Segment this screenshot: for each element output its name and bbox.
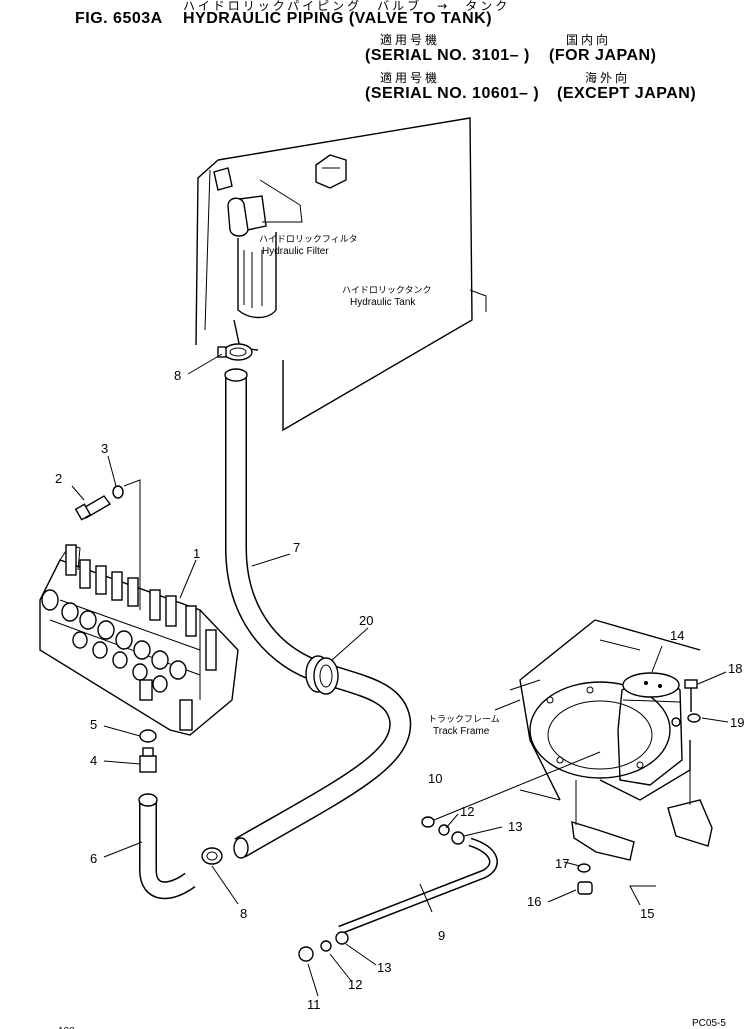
mounting-bolt (74, 495, 112, 521)
callout-1: 1 (193, 546, 200, 561)
control-valve (39, 544, 239, 736)
page-number: 100 (58, 1026, 75, 1029)
serial-export: (SERIAL NO. 10601– ) (365, 85, 540, 102)
for-japan: (FOR JAPAN) (549, 47, 657, 64)
hydraulic-tank (195, 117, 487, 432)
callout-12-lower: 12 (348, 977, 362, 992)
connector-11 (298, 946, 314, 962)
callout-13-lower: 13 (377, 960, 391, 975)
jp-export-label: 海外向 (585, 71, 631, 85)
ring-12-lower (320, 940, 332, 952)
title-japanese: ハイドロリックパイピング バルブ → タンク (183, 0, 511, 13)
lock-washer (112, 485, 124, 499)
leader-lines (71, 353, 729, 997)
lower-hose-clamp (201, 847, 223, 865)
tank-en-label: Hydraulic Tank (350, 297, 416, 308)
hydraulic-filter (227, 195, 277, 351)
hose-protector (305, 655, 339, 695)
upper-hose-clamp (223, 343, 253, 361)
mounting-bracket (571, 770, 713, 861)
track-frame (494, 619, 701, 801)
swivel-joint (599, 672, 691, 801)
connector-10 (421, 816, 435, 828)
callout-4: 4 (90, 753, 97, 768)
callout-7: 7 (293, 540, 300, 555)
callout-14: 14 (670, 628, 684, 643)
o-ring (139, 729, 157, 743)
nut-13-lower (335, 931, 349, 945)
figure-title: HYDRAULIC PIPING (VALVE TO TANK) (183, 10, 493, 27)
filter-en-label: Hydraulic Filter (262, 246, 329, 257)
callout-11: 11 (307, 997, 321, 1012)
nut-16 (577, 881, 593, 895)
jp-serial-label-1: 適用号機 (380, 33, 441, 47)
filter-jp-label: ハイドロリックフィルタ (259, 234, 358, 245)
tank-jp-label: ハイドロリックタンク (342, 285, 431, 296)
serial-japan: (SERIAL NO. 3101– ) (365, 47, 530, 64)
elbow-fitting (139, 747, 157, 773)
washer-19 (687, 713, 701, 723)
callout-13-upper: 13 (508, 819, 522, 834)
callout-19: 19 (730, 715, 744, 730)
figure-number: FIG. 6503A (75, 10, 163, 27)
callout-20: 20 (359, 613, 373, 628)
jp-japan-label: 国内向 (566, 33, 612, 47)
callout-17: 17 (555, 856, 569, 871)
callout-8-lower: 8 (240, 906, 247, 921)
track-frame-jp-label: トラックフレーム (428, 714, 500, 725)
drain-tube (338, 837, 498, 935)
callout-3: 3 (101, 441, 108, 456)
callout-6: 6 (90, 851, 97, 866)
nut-13 (451, 831, 465, 845)
washer-17 (577, 863, 591, 873)
callout-5: 5 (90, 717, 97, 732)
callout-16: 16 (527, 894, 541, 909)
callout-8-upper: 8 (174, 368, 181, 383)
callout-9: 9 (438, 928, 445, 943)
callout-2: 2 (55, 471, 62, 486)
callout-18: 18 (728, 661, 742, 676)
callout-12-upper: 12 (460, 804, 474, 819)
clamp-screw (217, 346, 227, 358)
bolt-18 (684, 679, 698, 712)
page-code: PC05-5 (692, 1018, 726, 1029)
jp-serial-label-2: 適用号機 (380, 71, 441, 85)
callout-15: 15 (640, 906, 654, 921)
track-frame-en-label: Track Frame (433, 726, 490, 737)
callout-10: 10 (428, 771, 442, 786)
except-japan: (EXCEPT JAPAN) (557, 85, 697, 102)
